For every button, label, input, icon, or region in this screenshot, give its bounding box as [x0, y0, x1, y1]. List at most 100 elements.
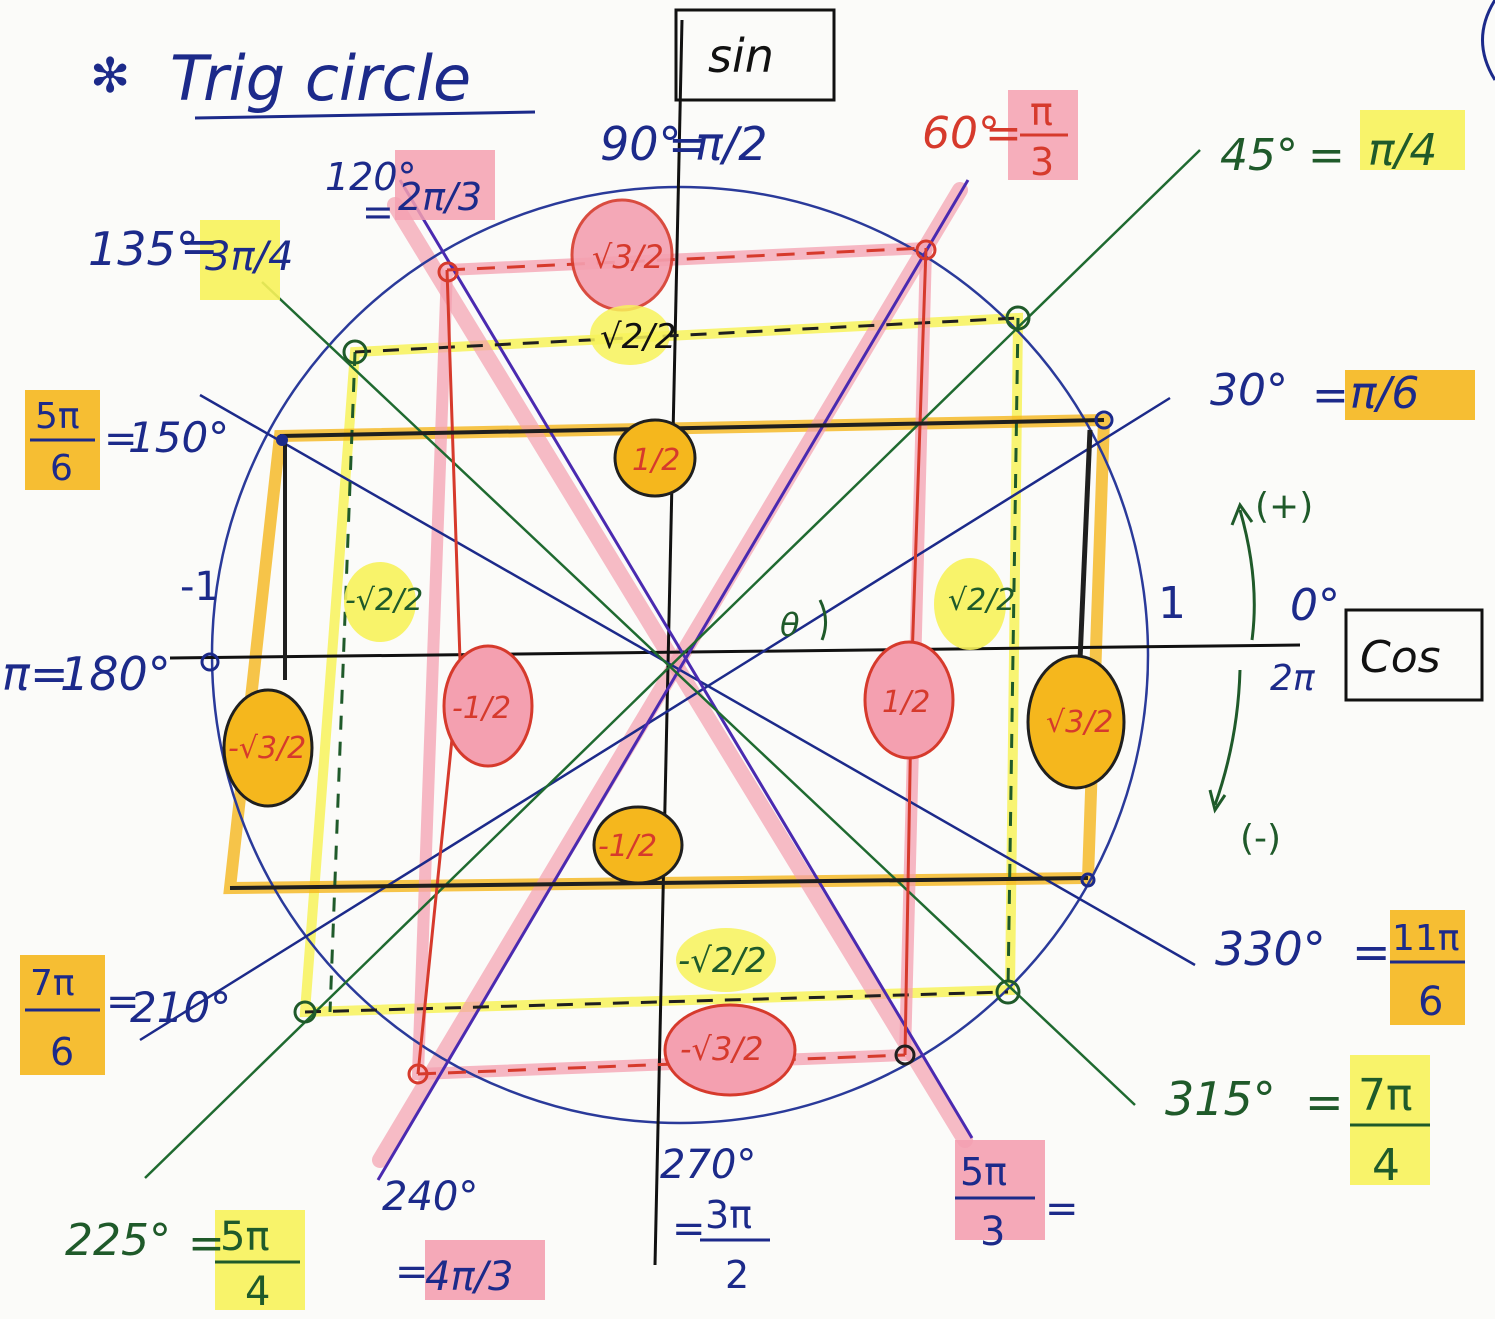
label-45-rad: π/4 — [1368, 125, 1437, 176]
y-axis — [653, 19, 684, 1266]
line-45-225 — [144, 149, 1201, 1179]
label-45-deg: 45° — [1220, 130, 1298, 181]
label-150-rad-num: 5π — [35, 396, 80, 437]
line-60-240 — [376, 179, 970, 1181]
label-30-rad: π/6 — [1350, 368, 1419, 419]
theta-arc — [818, 599, 827, 641]
label-30-deg: 30° — [1210, 365, 1288, 416]
value-sqrt2-over-2-right: √2/2 — [948, 583, 1015, 618]
value-half-top: 1/2 — [632, 443, 680, 478]
point-150 — [276, 434, 288, 446]
value-neg-sqrt2-over-2-bottom: -√2/2 — [678, 941, 767, 981]
label-210-eq: = — [106, 979, 140, 1025]
point-315 — [995, 979, 1021, 1005]
label-270-eq: = — [672, 1206, 706, 1252]
label-135-eq: = — [180, 219, 219, 273]
label-neg-direction: (-) — [1240, 818, 1281, 859]
label-330-rad-den: 6 — [1418, 979, 1443, 1025]
pos-direction-arrow — [1230, 501, 1256, 641]
label-330-eq: = — [1352, 925, 1391, 979]
line-135-315 — [261, 281, 1136, 1106]
neg-direction-arrow — [1208, 669, 1242, 814]
value-neg-sqrt2-over-2-left: -√2/2 — [345, 583, 423, 618]
label-30-eq: = — [1312, 370, 1349, 421]
label-240-deg: 240° — [382, 1174, 478, 1220]
value-half-right: 1/2 — [882, 685, 930, 720]
label-300-rad-den: 3 — [980, 1209, 1005, 1255]
label-two-pi: 2π — [1270, 658, 1316, 699]
sin-label: sin — [708, 29, 774, 83]
label-300-rad-num: 5π — [960, 1150, 1007, 1194]
label-270-rad-num: 3π — [705, 1193, 752, 1237]
label-60-eq: = — [985, 108, 1022, 159]
point-210 — [293, 1000, 317, 1024]
label-135-rad: 3π/4 — [205, 234, 293, 280]
title-underline — [194, 110, 536, 120]
label-315-eq: = — [1305, 1075, 1344, 1129]
title: Trig circle — [170, 42, 471, 115]
label-60-rad-num: π — [1030, 90, 1053, 134]
value-sqrt2-over-2-top: √2/2 — [600, 317, 676, 357]
label-270-deg: 270° — [660, 1142, 756, 1188]
line-30-210 — [139, 396, 1171, 1042]
label-120-eq: = — [362, 190, 394, 234]
label-210-deg: 210° — [130, 983, 231, 1032]
label-315-deg: 315° — [1165, 1072, 1276, 1126]
label-225-rad-den: 4 — [245, 1269, 270, 1315]
cos-box — [1344, 608, 1484, 702]
label-150-eq: = — [104, 416, 138, 462]
point-120 — [437, 261, 459, 283]
label-300-eq: = — [1045, 1186, 1079, 1232]
label-90-eq: = — [668, 117, 707, 171]
x-axis — [169, 643, 1301, 660]
label-330-deg: 330° — [1215, 922, 1326, 976]
label-240-rad: 4π/3 — [425, 1254, 513, 1300]
label-60-rad-den: 3 — [1030, 140, 1054, 184]
label-120-deg: 120° — [325, 155, 417, 199]
label-120-rad: 2π/3 — [398, 175, 482, 219]
label-one: 1 — [1158, 578, 1186, 629]
label-180-eq: = — [30, 647, 69, 701]
label-pos-direction: (+) — [1255, 486, 1313, 527]
label-theta: θ — [780, 606, 800, 644]
label-180-deg: 180° — [60, 647, 171, 701]
point-240 — [407, 1063, 429, 1085]
label-210-rad-num: 7π — [30, 963, 75, 1004]
label-240-eq: = — [395, 1249, 429, 1295]
value-neg-sqrt3-over-2-left: -√3/2 — [228, 731, 306, 766]
label-180-rad: π — [2, 647, 31, 701]
point-60 — [915, 239, 937, 261]
point-300 — [894, 1044, 916, 1066]
label-330-rad-num: 11π — [1392, 918, 1459, 959]
label-60-deg: 60° — [922, 108, 1000, 159]
point-330 — [1080, 872, 1096, 888]
value-neg-sqrt3-over-2-bottom: -√3/2 — [680, 1030, 763, 1068]
sin-box — [674, 8, 836, 102]
corner-mark — [1481, 0, 1495, 81]
label-90-rad: π/2 — [695, 117, 767, 171]
label-45-eq: = — [1308, 130, 1345, 181]
label-90-deg: 90° — [600, 117, 682, 171]
point-135 — [342, 339, 368, 365]
value-sqrt3-over-2-right: √3/2 — [1046, 705, 1113, 740]
label-210-rad-den: 6 — [50, 1030, 74, 1074]
label-315-rad-den: 4 — [1372, 1140, 1400, 1191]
label-270-rad-den: 2 — [725, 1253, 749, 1297]
label-315-rad-num: 7π — [1358, 1070, 1412, 1121]
value-sqrt3-over-2-top: √3/2 — [592, 238, 664, 276]
label-135-deg: 135° — [88, 222, 199, 276]
label-neg-one: -1 — [180, 564, 220, 610]
label-zero-deg: 0° — [1290, 580, 1340, 631]
point-45 — [1005, 305, 1031, 331]
label-225-rad-num: 5π — [220, 1214, 270, 1260]
value-neg-half-left: -1/2 — [452, 691, 511, 726]
point-180 — [200, 652, 220, 672]
label-225-deg: 225° — [65, 1215, 171, 1266]
star-icon: ✻ — [90, 48, 130, 104]
line-120-300 — [398, 179, 974, 1139]
value-neg-half-bottom: -1/2 — [598, 829, 657, 864]
point-30 — [1094, 410, 1114, 430]
cos-label: Cos — [1360, 632, 1441, 683]
label-150-rad-den: 6 — [50, 448, 73, 489]
label-150-deg: 150° — [128, 413, 229, 462]
